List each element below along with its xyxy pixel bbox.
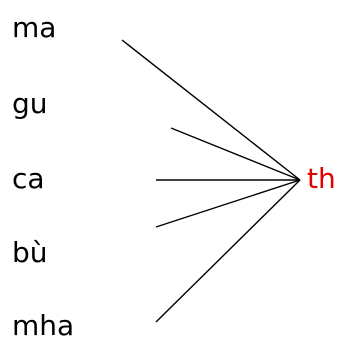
word-bu: bù: [12, 236, 48, 269]
target-word: th: [307, 162, 336, 195]
connector-line-bu: [155, 179, 301, 228]
connector-line-ma: [121, 39, 301, 181]
word-ma: ma: [12, 11, 57, 44]
word-gu: gu: [12, 87, 48, 120]
connector-line-gu: [170, 127, 301, 181]
word-ca: ca: [12, 162, 45, 195]
connector-line-mha: [155, 179, 301, 323]
word-mha: mha: [12, 309, 75, 342]
